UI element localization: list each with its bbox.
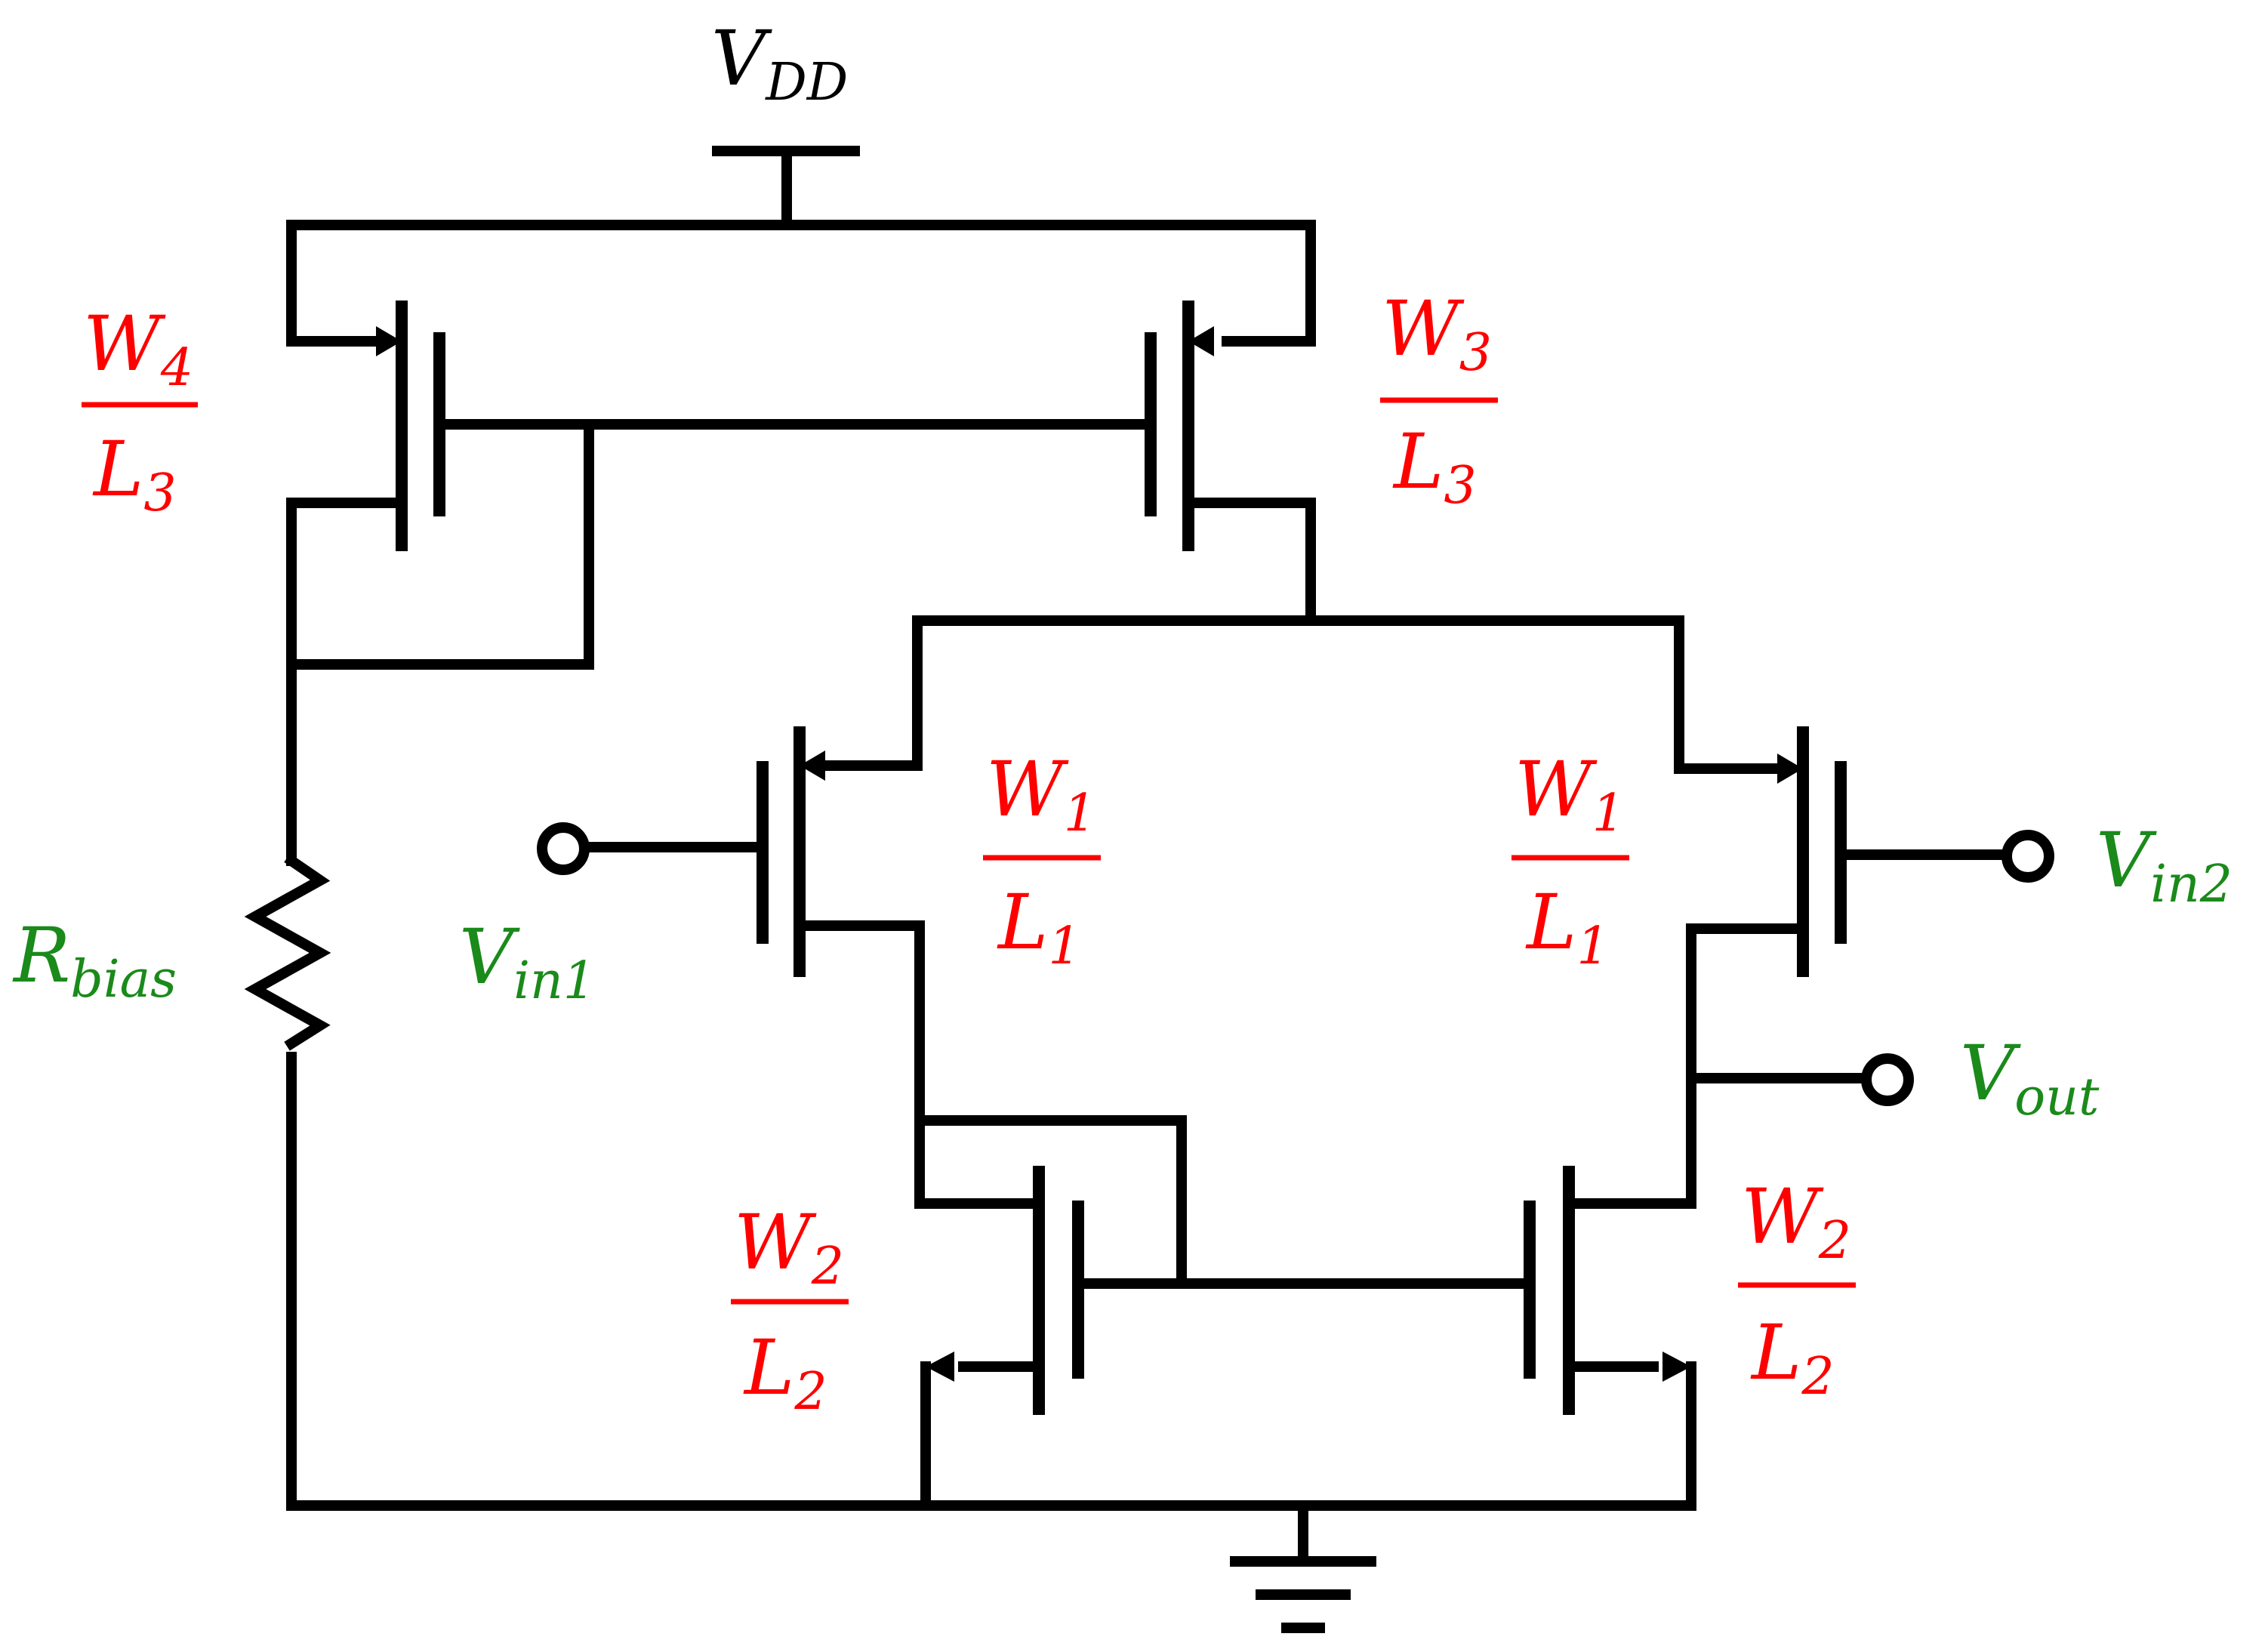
source-arrow xyxy=(1188,326,1214,356)
bias-gate-net xyxy=(286,419,1156,866)
source-arrow xyxy=(1777,754,1803,784)
resistor-rbias xyxy=(244,853,331,1511)
svg-text:W4: W4 xyxy=(83,300,193,398)
size-label-m4: W4 L3 xyxy=(82,300,198,523)
source-arrow xyxy=(926,1352,954,1382)
pmos-m3 xyxy=(1145,301,1316,626)
vin1-terminal[interactable] xyxy=(537,822,768,875)
svg-text:W3: W3 xyxy=(1382,285,1492,383)
size-label-m1-left: W1 L1 xyxy=(983,745,1101,976)
svg-text:W1: W1 xyxy=(1515,745,1625,843)
nmos-m2-right xyxy=(1524,1166,1696,1511)
pmos-m1-right xyxy=(1674,726,1847,1209)
nmos-m2-left xyxy=(914,1166,1084,1511)
svg-text:W1: W1 xyxy=(986,745,1096,843)
vdd-label: VDD xyxy=(711,14,848,113)
svg-text:W2: W2 xyxy=(1741,1173,1851,1271)
vout-terminal[interactable] xyxy=(1686,1053,1914,1106)
vdd-supply-symbol xyxy=(712,146,860,230)
size-label-m1-right: W1 L1 xyxy=(1511,745,1629,976)
vin2-label: Vin2 xyxy=(2096,816,2233,914)
source-arrow xyxy=(376,326,402,356)
size-label-m3: W3 L3 xyxy=(1380,285,1498,516)
size-label-m2-left: W2 L2 xyxy=(731,1198,849,1422)
svg-text:L3: L3 xyxy=(92,425,177,523)
svg-text:L2: L2 xyxy=(743,1324,827,1422)
tail-node xyxy=(912,615,1684,774)
mirror-gate-net xyxy=(914,1115,1535,1289)
ground-icon xyxy=(1230,1556,1376,1633)
source-arrow xyxy=(800,751,825,781)
ground-rail xyxy=(286,1500,1696,1567)
vout-label: Vout xyxy=(1960,1029,2100,1127)
vin2-terminal[interactable] xyxy=(1835,830,2054,883)
svg-text:L1: L1 xyxy=(1525,878,1610,976)
svg-text:L3: L3 xyxy=(1392,418,1477,516)
pmos-m1-left xyxy=(757,726,925,1209)
size-label-m2-right: W2 L2 xyxy=(1738,1173,1856,1407)
rbias-label: Rbias xyxy=(12,911,177,1009)
supply-rail xyxy=(286,220,1316,347)
svg-text:L1: L1 xyxy=(997,878,1081,976)
svg-text:W2: W2 xyxy=(734,1198,844,1296)
source-arrow xyxy=(1662,1352,1691,1382)
vin1-label: Vin1 xyxy=(459,913,596,1011)
svg-text:L2: L2 xyxy=(1750,1308,1835,1407)
